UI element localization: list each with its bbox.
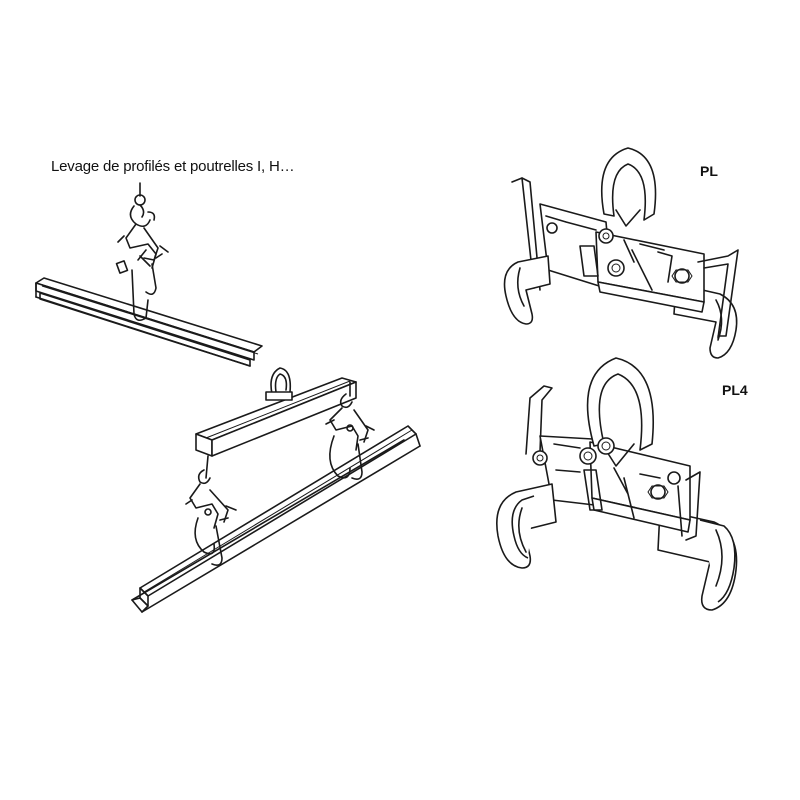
clamp-pl-illustration [505, 148, 739, 358]
clamp-pl4-illustration [497, 358, 737, 610]
crane-hook [130, 183, 154, 226]
caption: Levage de profilés et poutrelles I, H… [51, 158, 295, 175]
double-lift-illustration [132, 368, 420, 612]
model-label-pl: PL [700, 163, 718, 179]
model-label-pl4: PL4 [722, 382, 748, 398]
i-beam-lower [132, 426, 420, 612]
clamp-right [326, 382, 374, 479]
i-beam-upper [36, 278, 262, 366]
clamp-left [186, 456, 236, 565]
clamp-single [117, 224, 168, 320]
spreader-beam [196, 368, 356, 456]
single-lift-illustration [36, 183, 262, 366]
